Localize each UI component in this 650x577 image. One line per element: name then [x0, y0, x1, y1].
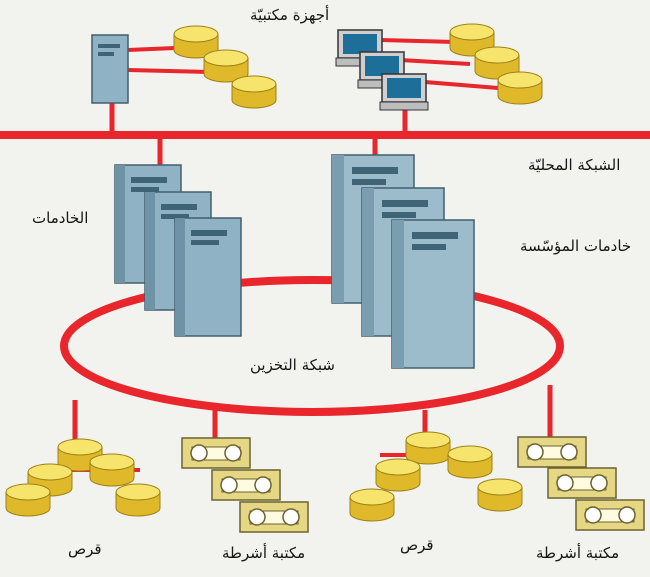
- disk-left-2: [89, 453, 135, 487]
- disk-right-2: [447, 445, 493, 479]
- tape-right-1: [517, 436, 587, 468]
- disk-right-4: [477, 478, 523, 512]
- label-disk-left: قرص: [68, 540, 102, 558]
- enterprise-server-3: [391, 219, 475, 369]
- disk-right-3: [375, 458, 421, 492]
- tape-right-2: [547, 467, 617, 499]
- label-tape-library-left: مكتبة أشرطة: [222, 544, 306, 562]
- desktop-pc-3: [379, 73, 429, 111]
- disk-left-4: [115, 483, 161, 517]
- storage-ring: [60, 276, 564, 416]
- label-tape-library-right: مكتبة أشرطة: [536, 544, 620, 562]
- tape-left-1: [181, 437, 251, 469]
- tape-left-3: [239, 501, 309, 533]
- server-3: [174, 217, 242, 337]
- desktop-disk-6: [497, 71, 543, 105]
- label-desktop-devices: أجهزة مكتبيّة: [250, 6, 330, 24]
- label-disk-right: قرص: [400, 536, 434, 554]
- desktop-tower: [91, 34, 129, 104]
- disk-right-1: [405, 431, 451, 465]
- label-storage-network: شبكة التخزين: [250, 356, 336, 374]
- desktop-disk-3: [231, 75, 277, 109]
- tape-left-2: [211, 469, 281, 501]
- tape-right-3: [575, 499, 645, 531]
- network-lines: [0, 38, 650, 472]
- label-local-network: الشبكة المحليّة: [528, 156, 621, 174]
- disk-left-5: [5, 483, 51, 517]
- label-enterprise-servers: خادمات المؤسّسة: [520, 237, 632, 255]
- disk-right-5: [349, 488, 395, 522]
- label-servers: الخادمات: [32, 209, 89, 227]
